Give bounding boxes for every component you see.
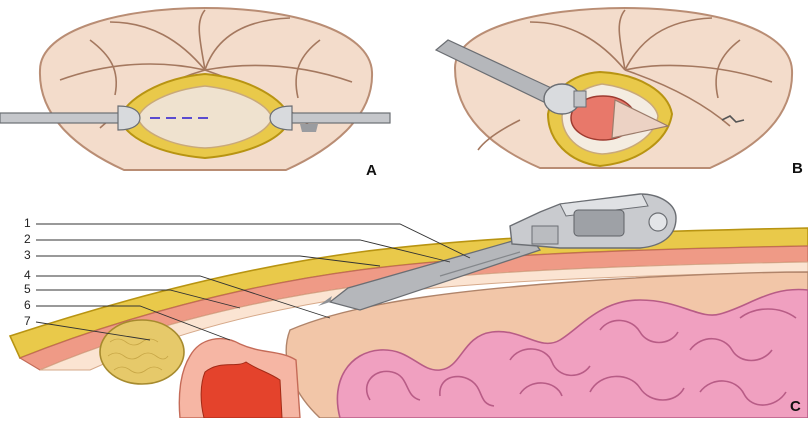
callout-number-1: 1 xyxy=(24,216,31,230)
panel-a xyxy=(0,8,390,170)
callout-number-3: 3 xyxy=(24,248,31,262)
panel-c xyxy=(10,194,808,418)
callout-number-5: 5 xyxy=(24,282,31,296)
callout-number-6: 6 xyxy=(24,298,31,312)
callout-number-2: 2 xyxy=(24,232,31,246)
panel-a-letter: A xyxy=(366,162,377,179)
panel-b xyxy=(436,8,792,168)
panel-b-letter: B xyxy=(792,160,803,177)
panel-c-fat-pad xyxy=(100,320,184,384)
callout-number-4: 4 xyxy=(24,268,31,282)
callout-number-7: 7 xyxy=(24,314,31,328)
panel-c-letter: C xyxy=(790,398,801,415)
